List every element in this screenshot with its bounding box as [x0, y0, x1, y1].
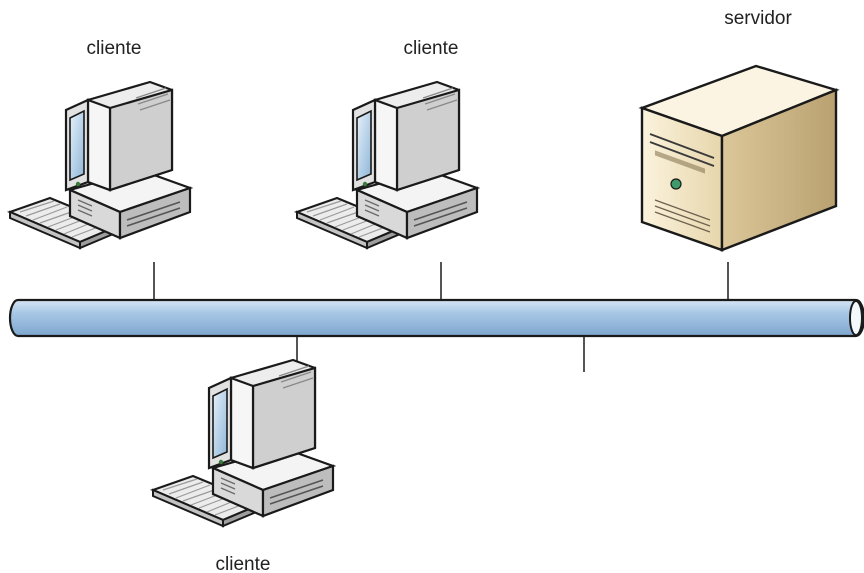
client-top-left-computer-icon [8, 80, 192, 250]
client-bottom-computer-icon [151, 358, 335, 528]
client-top-middle-computer-icon [295, 80, 479, 250]
label-client-top-middle: cliente [404, 38, 459, 59]
server-tower-icon [638, 64, 840, 252]
label-server: servidor [724, 8, 792, 29]
label-client-top-left: cliente [87, 38, 142, 59]
network-bus-cable [8, 298, 864, 338]
label-client-bottom: cliente [216, 554, 271, 573]
